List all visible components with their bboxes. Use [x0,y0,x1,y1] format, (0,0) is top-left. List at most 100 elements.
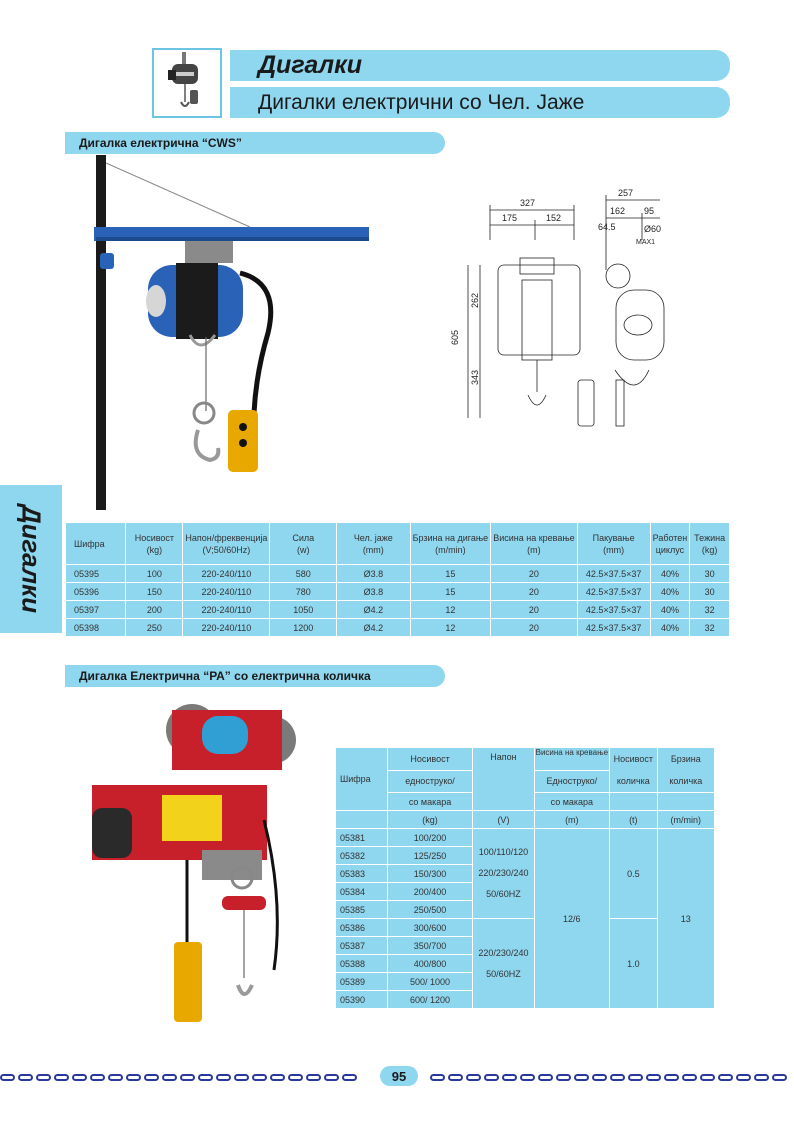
chain-link [610,1073,625,1081]
table-row: 05396 150 220-240/110 780 Ø3.8 15 20 42.… [64,582,730,601]
table-cell: 20 [490,600,578,619]
chain-link [448,1073,463,1081]
table-cell: 580 [269,564,338,583]
dim-605: 605 [450,330,460,345]
chain-link [466,1073,481,1081]
dim-175: 175 [502,213,517,223]
dim-257: 257 [618,188,633,198]
col-header: Брзина на дигање(m/min) [409,522,492,565]
section-pa-title-bar: Дигалка Електрична “РА” со електрична ко… [65,665,445,687]
col-header-code: Шифра [335,747,388,811]
chain-link [216,1073,231,1081]
chain-link [234,1073,249,1081]
table-cell: 32 [689,618,730,637]
page-number: 95 [380,1066,418,1086]
table-cell: 150 [125,582,184,601]
pa-spec-table: Шифра Носивост Напон Висина на кревање Н… [335,747,716,1009]
col-header-capacity-2: еднострукo/ [386,769,474,793]
table-cell: 42.5×37.5×37 [576,564,651,583]
side-tab-label: Дигалки [16,504,47,614]
table-cell: 100 [125,564,184,583]
chain-link [718,1073,733,1081]
col-header: Шифра [64,522,127,565]
lift-value: 12/6 [533,828,611,1009]
chain-link [574,1073,589,1081]
table-cell: 12 [409,600,492,619]
chain-link [682,1073,697,1081]
table-cell: 20 [490,618,578,637]
cart-speed: 13 [656,828,716,1009]
table-cell: Ø4.2 [336,618,411,637]
chain-link [180,1073,195,1081]
chain-link [108,1073,123,1081]
unit-cell: (m) [533,810,611,829]
dim-152: 152 [546,213,561,223]
table-cell: 20 [490,582,578,601]
table-row: 05398 250 220-240/110 1200 Ø4.2 12 20 42… [64,618,730,637]
dim-343: 343 [470,370,480,385]
col-header: Напон/фреквенција(V;50/60Hz) [182,522,271,565]
table-cell: 05384 [335,882,388,901]
table-cell: 250 [125,618,184,637]
page-subtitle-bar: Дигалки електрични со Чел. Јаже [230,87,730,118]
col-header-capacity-3: со макара [386,792,474,811]
chain-link [700,1073,715,1081]
cart-capacity-2: 1.0 [609,918,658,1009]
pa-hoist-photo [92,700,307,1030]
table-cell: 12 [409,618,492,637]
col-header: Висина на кревање(m) [490,522,578,565]
chain-link [252,1073,267,1081]
chain-link [736,1073,751,1081]
table-cell: 100/200 [386,828,474,847]
table-cell: 40% [649,582,691,601]
table-cell: 780 [269,582,338,601]
table-header-row: со макара со макара [336,792,716,811]
col-header: Сила(w) [269,522,338,565]
table-cell: 220-240/110 [182,600,271,619]
chain-link [556,1073,571,1081]
table-cell: 42.5×37.5×37 [576,600,651,619]
table-cell: 220-240/110 [182,582,271,601]
chain-link [36,1073,51,1081]
page-title: Дигалки [258,51,363,79]
table-cell: 05390 [335,990,388,1009]
table-row: 05387 350/700 [335,936,715,955]
table-cell: 30 [689,582,730,601]
table-cell: 15 [409,564,492,583]
dim-327: 327 [520,198,535,208]
table-cell: 05387 [335,936,388,955]
dim-262: 262 [470,293,480,308]
chain-link [306,1073,321,1081]
chain-link [592,1073,607,1081]
chain-link [288,1073,303,1081]
chain-link [520,1073,535,1081]
table-cell: 05386 [335,918,388,937]
table-cell: 05383 [335,864,388,883]
chain-link [502,1073,517,1081]
chain-link [198,1073,213,1081]
col-header-lift-2: Еднострукo/ [533,769,611,793]
table-header-row: Шифра Носивост(kg) Напон/фреквенција(V;5… [64,522,730,565]
table-cell: 32 [689,600,730,619]
header-thumbnail-image [152,48,222,118]
side-category-tab: Дигалки [0,485,62,633]
table-cell: 05381 [335,828,388,847]
table-cell: 400/800 [386,954,474,973]
table-cell: 40% [649,564,691,583]
table-cell: 05396 [64,582,127,601]
cart-capacity-1: 0.5 [609,828,658,919]
chain-link [18,1073,33,1081]
col-header-lift: Висина на кревање [533,747,611,771]
chain-link [628,1073,643,1081]
col-header: Чел. јаже(mm) [336,522,411,565]
table-cell: Ø3.8 [336,582,411,601]
table-cell: 05395 [64,564,127,583]
table-cell: 500/ 1000 [386,972,474,991]
chain-link [324,1073,339,1081]
chain-link [126,1073,141,1081]
chain-link [162,1073,177,1081]
chain-decoration-right [430,1072,794,1082]
col-header-capacity: Носивост [386,747,474,771]
